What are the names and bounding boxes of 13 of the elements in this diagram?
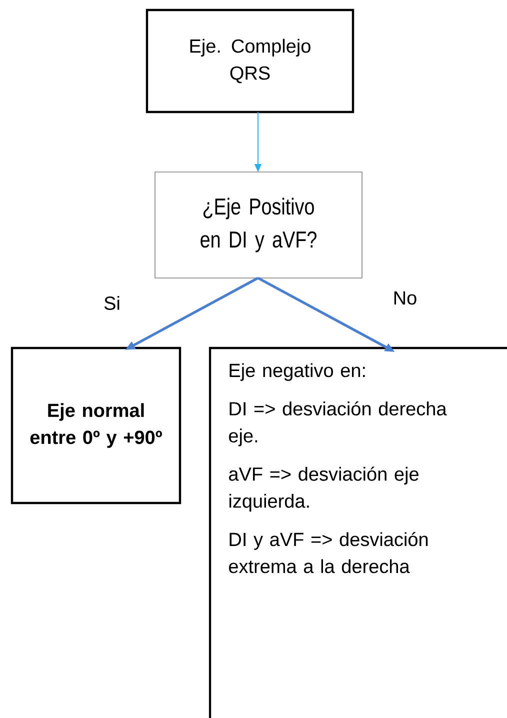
edge-label: No	[392, 290, 418, 306]
box-text: DI => desviación derecha eje.	[229, 401, 447, 446]
box-text: ¿Eje Positivo en DI y aVF?	[200, 198, 316, 252]
box-text: DI y aVF => desviación extrema a la derecha	[229, 532, 428, 574]
process-box	[10, 346, 182, 504]
box-text: Eje normal entre 0º y +90º	[30, 403, 162, 448]
edge-label: Si	[102, 295, 122, 311]
box-text: Eje negativo en:	[230, 363, 365, 381]
process-box	[154, 172, 362, 278]
process-box	[208, 346, 507, 718]
box-text: aVF => desviación eje izquierda.	[229, 466, 418, 512]
process-box	[146, 8, 354, 114]
box-text: Eje. Complejo QRS	[190, 38, 310, 84]
